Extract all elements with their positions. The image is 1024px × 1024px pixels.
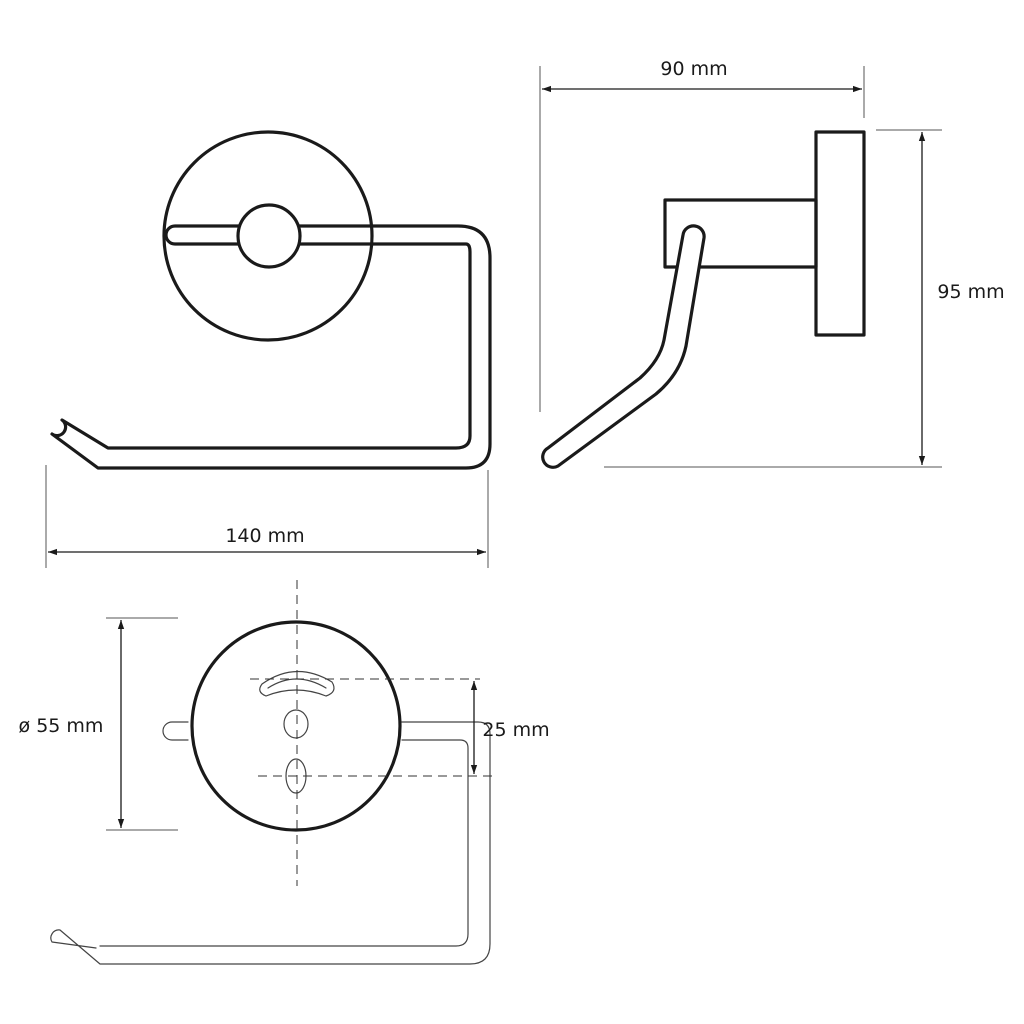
diameter-dimension: ø 55 mm <box>19 617 178 831</box>
keyhole-slot <box>259 670 335 697</box>
holder-arm-hidden <box>50 721 491 965</box>
center-hole <box>283 709 309 739</box>
side-view <box>541 130 866 469</box>
mounting-view <box>50 580 498 965</box>
depth-label: 90 mm <box>660 58 727 80</box>
arm-stub-left <box>162 721 189 741</box>
width-label: 140 mm <box>225 525 304 547</box>
width-dimension: 140 mm <box>45 465 489 568</box>
front-view <box>50 130 492 470</box>
wall-rosette <box>162 130 374 342</box>
arm-mount-cap <box>236 203 302 269</box>
rosette-back <box>190 620 402 832</box>
wall-plate-side <box>814 130 866 337</box>
holder-arm-outline <box>50 224 492 470</box>
hole-spacing-label: 25 mm <box>482 719 549 741</box>
holder-arm-side <box>541 224 706 469</box>
arm-housing-side <box>663 198 818 269</box>
height-label: 95 mm <box>937 281 1004 303</box>
height-dimension: 95 mm <box>604 129 1005 468</box>
diameter-label: ø 55 mm <box>19 715 104 737</box>
hole-spacing-dimension: 25 mm <box>470 681 550 774</box>
depth-dimension: 90 mm <box>539 58 865 412</box>
